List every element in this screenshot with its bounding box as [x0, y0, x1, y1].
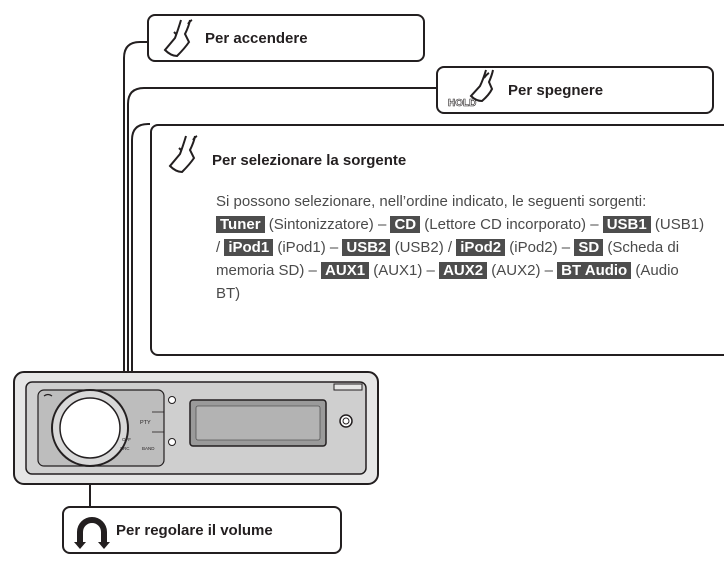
source-desc-bt-audio: (Audio BT) [216, 262, 679, 302]
callout-volume-title: Per regolare il volume [116, 522, 273, 539]
callout-power-on: Per accendere [147, 14, 425, 62]
connector-power-off [127, 87, 436, 400]
callout-power-off-title: Per spegnere [508, 82, 604, 99]
tap-finger-icon [168, 135, 198, 174]
source-desc-sd: (Scheda di memoria SD) – [216, 239, 680, 279]
hold-label: HOLD [448, 98, 476, 109]
callout-source-title: Per selezionare la sorgente [212, 152, 407, 169]
source-desc-aux1: (AUX1) – [369, 262, 440, 279]
source-tag-cd: CD [390, 216, 421, 233]
hold-finger-icon: HOLD [448, 69, 494, 109]
connector-source [131, 123, 150, 400]
source-tag-bt-audio: BT Audio [557, 262, 632, 279]
connector-power-on [123, 41, 148, 400]
source-desc-ipod1: (iPod1) – [273, 239, 343, 256]
tap-finger-icon [163, 19, 193, 58]
source-tag-aux2: AUX2 [439, 262, 488, 279]
rotate-knob-icon [74, 517, 110, 549]
source-tag-sd: SD [574, 239, 604, 256]
source-tag-usb2: USB2 [342, 239, 391, 256]
callout-power-off: HOLD Per spegnere [436, 66, 714, 114]
callout-volume: Per regolare il volume [62, 506, 342, 554]
source-tag-usb1: USB1 [602, 216, 651, 233]
car-stereo-device [13, 371, 379, 485]
source-desc-cd: (Lettore CD incorporato) – [420, 216, 603, 233]
source-desc-tuner: (Sintonizzatore) – [264, 216, 391, 233]
source-desc-usb1: (USB1) / [216, 216, 705, 256]
source-list: Tuner (Sintonizzatore) – CD (Lettore CD … [216, 213, 706, 305]
source-tag-ipod1: iPod1 [224, 239, 274, 256]
source-desc-ipod2: (iPod2) – [505, 239, 575, 256]
source-desc-usb2: (USB2) / [390, 239, 457, 256]
callout-power-on-title: Per accendere [205, 30, 308, 47]
source-tag-aux1: AUX1 [321, 262, 370, 279]
source-description: Si possono selezionare, nell’ordine indi… [216, 190, 706, 305]
source-tag-ipod2: iPod2 [456, 239, 506, 256]
source-tag-tuner: Tuner [216, 216, 265, 233]
source-intro: Si possono selezionare, nell’ordine indi… [216, 193, 647, 210]
source-desc-aux2: (AUX2) – [487, 262, 558, 279]
